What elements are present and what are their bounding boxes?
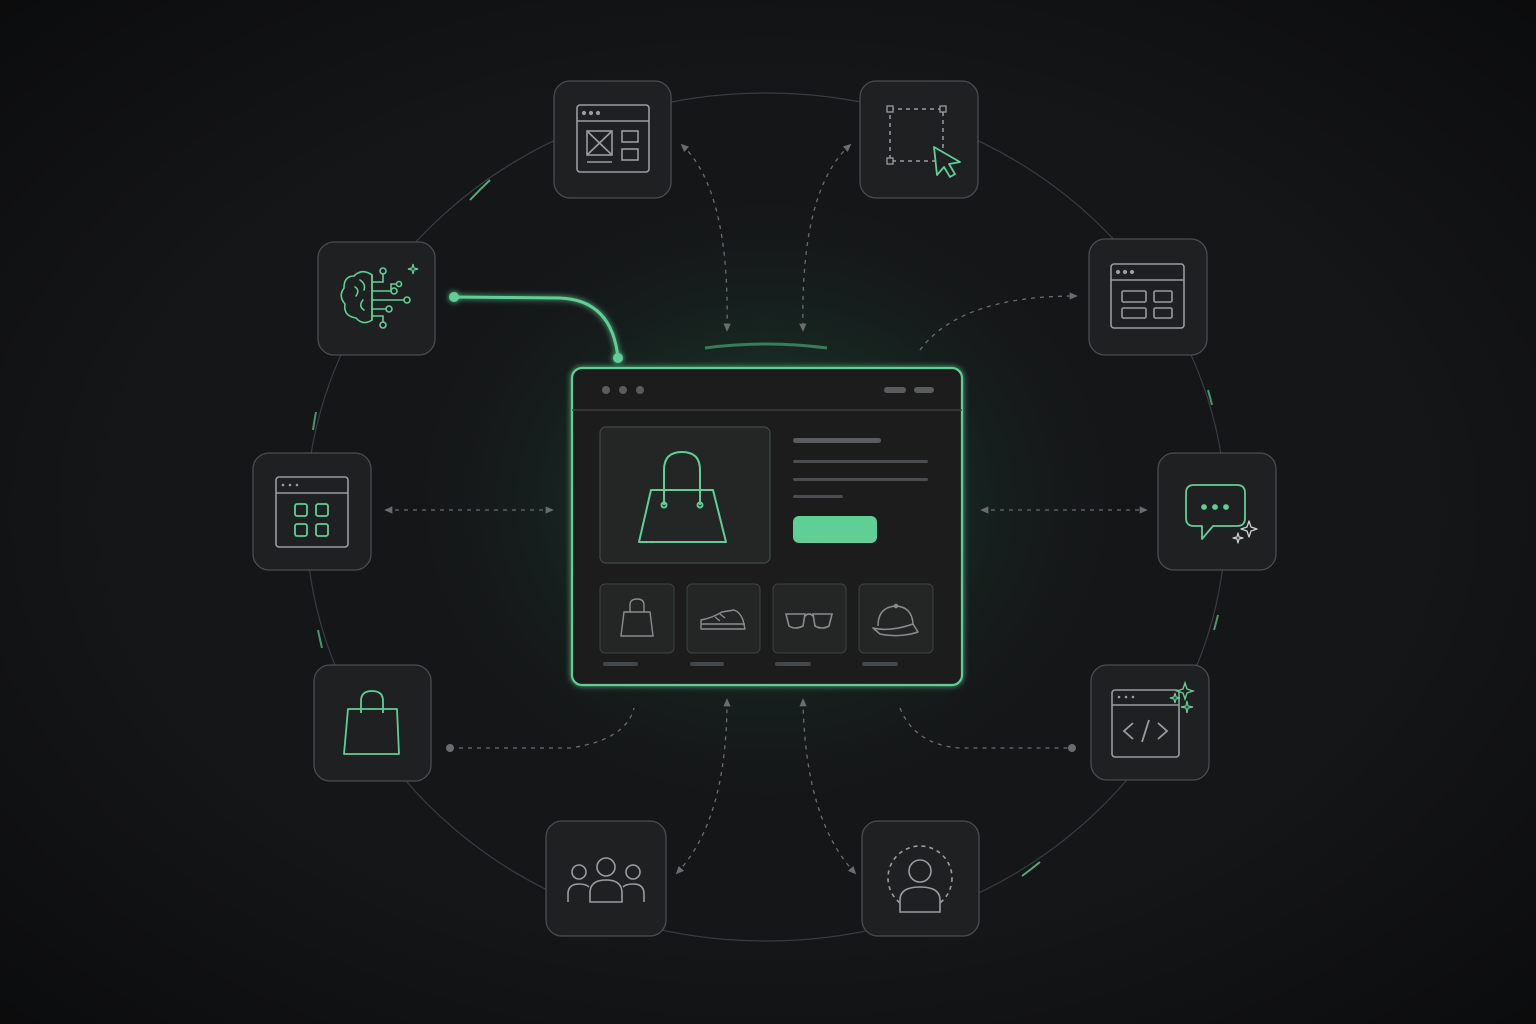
hub-product-window[interactable] [570,366,964,687]
window-control [884,387,906,393]
small-bag-icon [620,598,654,637]
connector-wireframe [680,143,731,332]
connector-endpoint-dot [446,744,454,752]
thumbnail-caption-line [690,662,724,666]
shoe-icon [700,609,746,630]
active-link-ai [449,292,623,363]
shopping-bag-icon [343,690,400,755]
thumbnail-bag[interactable] [599,583,675,666]
user-profile-icon [887,845,953,913]
node-code-ai[interactable] [1090,664,1210,781]
selection-cursor-icon [886,105,961,178]
cap-icon [872,603,919,637]
node-ai-chat[interactable] [1157,452,1277,571]
connectors [384,143,1148,875]
thumbnail-row [599,583,934,666]
thumbnail-caption-line [775,662,811,666]
product-text-line [793,478,928,481]
thumbnail-cap[interactable] [858,583,934,666]
window-dots [602,386,644,394]
connector-endpoint-dot [1068,744,1076,752]
product-title-line [793,438,881,443]
chat-sparkle-icon [1185,484,1258,544]
connector-shopping-bag [450,707,635,749]
thumbnail-glasses[interactable] [772,583,847,666]
connector-layout-blocks [919,292,1078,351]
node-selection[interactable] [859,80,979,199]
layout-blocks-icon [1110,263,1185,329]
node-user-profile[interactable] [861,820,980,937]
product-text-line [793,460,928,463]
thumbnail-shoe[interactable] [686,583,761,666]
node-wireframe[interactable] [553,80,672,199]
ai-brain-icon [340,263,419,329]
code-sparkle-icon [1111,680,1196,758]
connector-team [675,698,731,875]
layout-wireframe-icon [576,104,650,173]
node-ai-brain[interactable] [317,241,436,356]
node-shopping-bag[interactable] [313,664,432,782]
connector-selection [799,143,852,332]
handbag-icon [638,451,727,543]
glasses-icon [784,613,834,629]
node-team[interactable] [545,820,667,937]
thumbnail-caption-line [603,662,638,666]
node-layout-blocks[interactable] [1088,238,1208,356]
product-text-line [793,495,843,498]
add-to-cart-button[interactable] [793,516,877,543]
window-control [914,387,934,393]
node-app-grid[interactable] [252,452,372,571]
team-icon [567,857,645,903]
thumbnail-caption-line [862,662,898,666]
app-grid-icon [275,476,349,548]
